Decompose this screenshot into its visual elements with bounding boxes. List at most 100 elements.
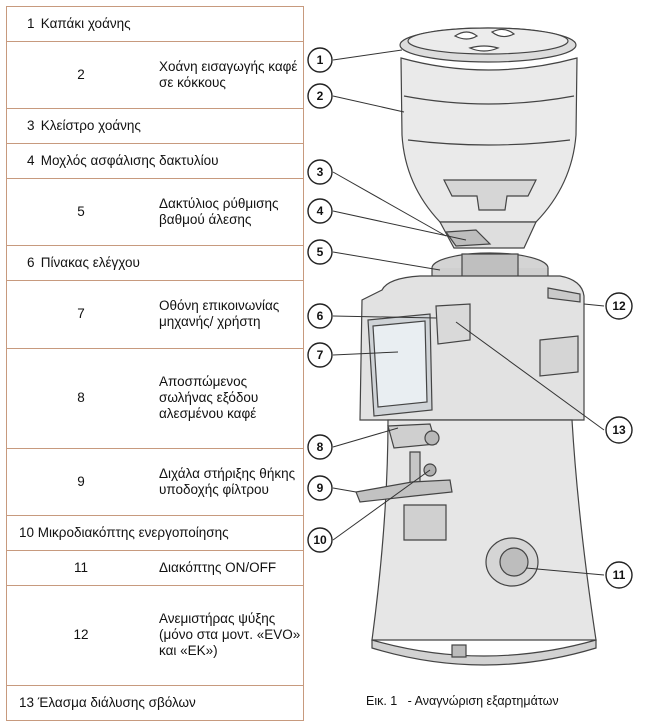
leader-line-9 [332, 487, 357, 493]
callout-circle [307, 342, 333, 368]
part-number: 10 [19, 525, 35, 541]
part-number: 3 [27, 118, 35, 134]
part-description: Οθόνη επικοινωνίας μηχανής/ χρήστη [155, 280, 304, 349]
figure-caption: Εικ. 1 - Αναγνώριση εξαρτημάτων [366, 694, 559, 708]
part-number: 2 [6, 40, 155, 110]
legend-cell: 6 Πίνακας ελέγχου [6, 245, 304, 282]
callout-label: 1 [317, 53, 324, 67]
vent-shape [539, 335, 579, 377]
callout-label: 8 [317, 440, 324, 454]
leader-line-3 [332, 171, 447, 237]
hopper-band [403, 95, 575, 105]
callout-label: 13 [612, 423, 626, 437]
legend-cell: 10 Μικροδιακόπτης ενεργοποίησης [6, 515, 304, 552]
callout-label: 3 [317, 165, 324, 179]
callout-circle [307, 198, 333, 224]
part-number: 8 [6, 347, 155, 449]
callout-circle [307, 527, 333, 553]
callout-circle [605, 292, 633, 320]
callout-circle [307, 434, 333, 460]
part-number: 1 [27, 15, 35, 31]
callout-circle [605, 416, 633, 444]
cup-holder-shape [403, 504, 447, 541]
part-description: Ανεμιστήρας ψύξης (μόνο στα μοντ. «EVO» … [155, 584, 304, 687]
foot-shape [451, 644, 467, 658]
display-screen [372, 320, 428, 408]
legend-row: 1 Καπάκι χοάνης [6, 6, 304, 42]
callout-circle [605, 561, 633, 589]
fan-shape [547, 287, 581, 303]
leader-line-5 [332, 251, 441, 271]
part-number: 4 [27, 152, 35, 168]
lid-slot-shape [453, 31, 479, 40]
part-number: 5 [6, 177, 155, 247]
leader-line-13 [455, 321, 605, 431]
callout-circle [307, 239, 333, 265]
base-shape [371, 639, 597, 666]
filter-fork-shape [355, 479, 453, 503]
part-number: 9 [6, 447, 155, 517]
locking-lever-shape [444, 229, 492, 247]
switch-knob-shape [499, 547, 529, 577]
legend-row: 3 Κλείστρο χοάνης [6, 108, 304, 145]
part-description: Μικροδιακόπτης ενεργοποίησης [37, 525, 229, 541]
legend-row: 4 Μοχλός ασφάλισης δακτυλίου [6, 143, 304, 179]
callout-label: 11 [613, 568, 626, 582]
legend-cell: 3 Κλείστρο χοάνης [6, 108, 304, 145]
part-description: Διακόπτης ON/OFF [155, 550, 304, 586]
hopper-lid-top [407, 27, 569, 55]
part-number: 6 [27, 255, 35, 271]
callout-label: 10 [313, 533, 327, 547]
grinder-diagram: 1 2 3 4 5 6 7 8 9 10 11 12 13 [307, 27, 633, 666]
legend-cell: 4 Μοχλός ασφάλισης δακτυλίου [6, 143, 304, 179]
legend-row: 6 Πίνακας ελέγχου [6, 245, 304, 282]
part-description: Κλείστρο χοάνης [40, 118, 141, 134]
part-description: Διχάλα στήριξης θήκης υποδοχής φίλτρου [155, 447, 304, 517]
part-description: Πίνακας ελέγχου [40, 255, 140, 271]
part-description: Αποσπώμενος σωλήνας εξόδου αλεσμένου καφ… [155, 347, 304, 449]
panel-shape [435, 303, 471, 345]
part-number: 7 [6, 280, 155, 349]
part-description: Χοάνη εισαγωγής καφέ σε κόκκους [155, 40, 304, 110]
lid-slot-shape [490, 28, 516, 38]
callout-circle [307, 159, 333, 185]
lid-slot-shape [468, 45, 500, 52]
callout-label: 9 [317, 481, 324, 495]
callout-label: 6 [317, 309, 324, 323]
legend-cell: 13 Έλασμα διάλυσης σβόλων [6, 685, 304, 721]
callout-circle [307, 303, 333, 329]
leader-line-6 [332, 315, 437, 319]
leader-line-7 [332, 351, 399, 356]
callout-circle [307, 83, 333, 109]
spout-knob-shape [424, 430, 440, 446]
hopper-gate-shape [443, 179, 537, 211]
callout-label: 12 [612, 299, 626, 313]
part-description: Μοχλός ασφάλισης δακτυλίου [40, 152, 219, 168]
callout-circle [307, 47, 333, 73]
part-number: 13 [19, 695, 35, 711]
part-description: Έλασμα διάλυσης σβόλων [37, 695, 196, 711]
part-description: Καπάκι χοάνης [40, 15, 131, 31]
part-description: Δακτύλιος ρύθμισης βαθμού άλεσης [155, 177, 304, 247]
callout-circle [307, 475, 333, 501]
leader-line-2 [332, 95, 405, 113]
leader-line-12 [583, 303, 605, 307]
leader-line-4 [332, 210, 467, 241]
hopper-band [407, 139, 571, 146]
part-number: 11 [6, 550, 155, 586]
legend-row: 10 Μικροδιακόπτης ενεργοποίησης [6, 515, 304, 552]
part-number: 12 [6, 584, 155, 687]
leader-line-10 [332, 469, 431, 541]
leader-line-11 [525, 567, 605, 576]
leader-line-1 [332, 49, 403, 61]
legend-cell: 1 Καπάκι χοάνης [6, 6, 304, 42]
legend-row: 13 Έλασμα διάλυσης σβόλων [6, 685, 304, 721]
leader-line-8 [332, 427, 399, 448]
